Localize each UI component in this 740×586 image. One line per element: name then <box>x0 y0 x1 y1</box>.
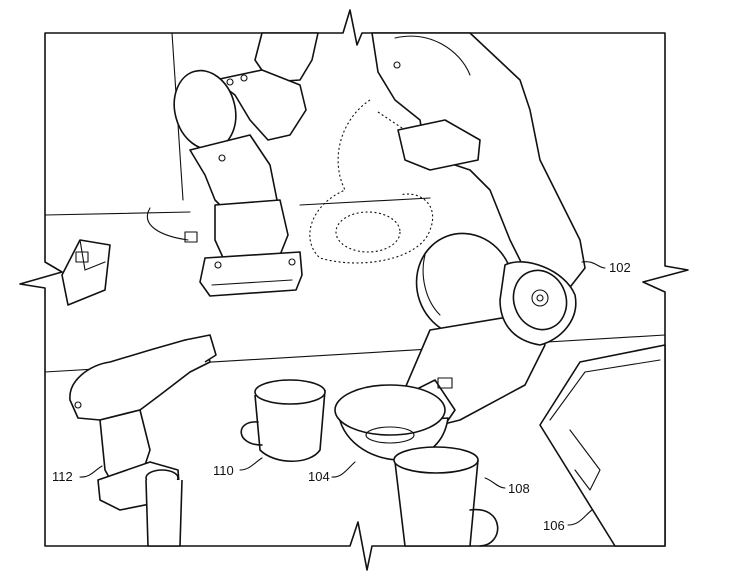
robot-arm-foreground <box>371 32 586 441</box>
label-bowl: 104 <box>308 469 330 484</box>
label-mug-front: 108 <box>508 481 530 496</box>
mug-back <box>240 379 326 462</box>
label-tray: 106 <box>543 518 565 533</box>
tape-dispenser <box>61 239 111 306</box>
label-robot: 102 <box>609 260 631 275</box>
label-mug-back: 110 <box>213 463 234 478</box>
mug-front <box>393 446 499 547</box>
power-drill <box>69 334 217 547</box>
label-drill: 112 <box>52 469 73 484</box>
robot-arm-background <box>146 32 319 297</box>
tray <box>539 344 666 547</box>
leader-lines <box>79 261 606 526</box>
